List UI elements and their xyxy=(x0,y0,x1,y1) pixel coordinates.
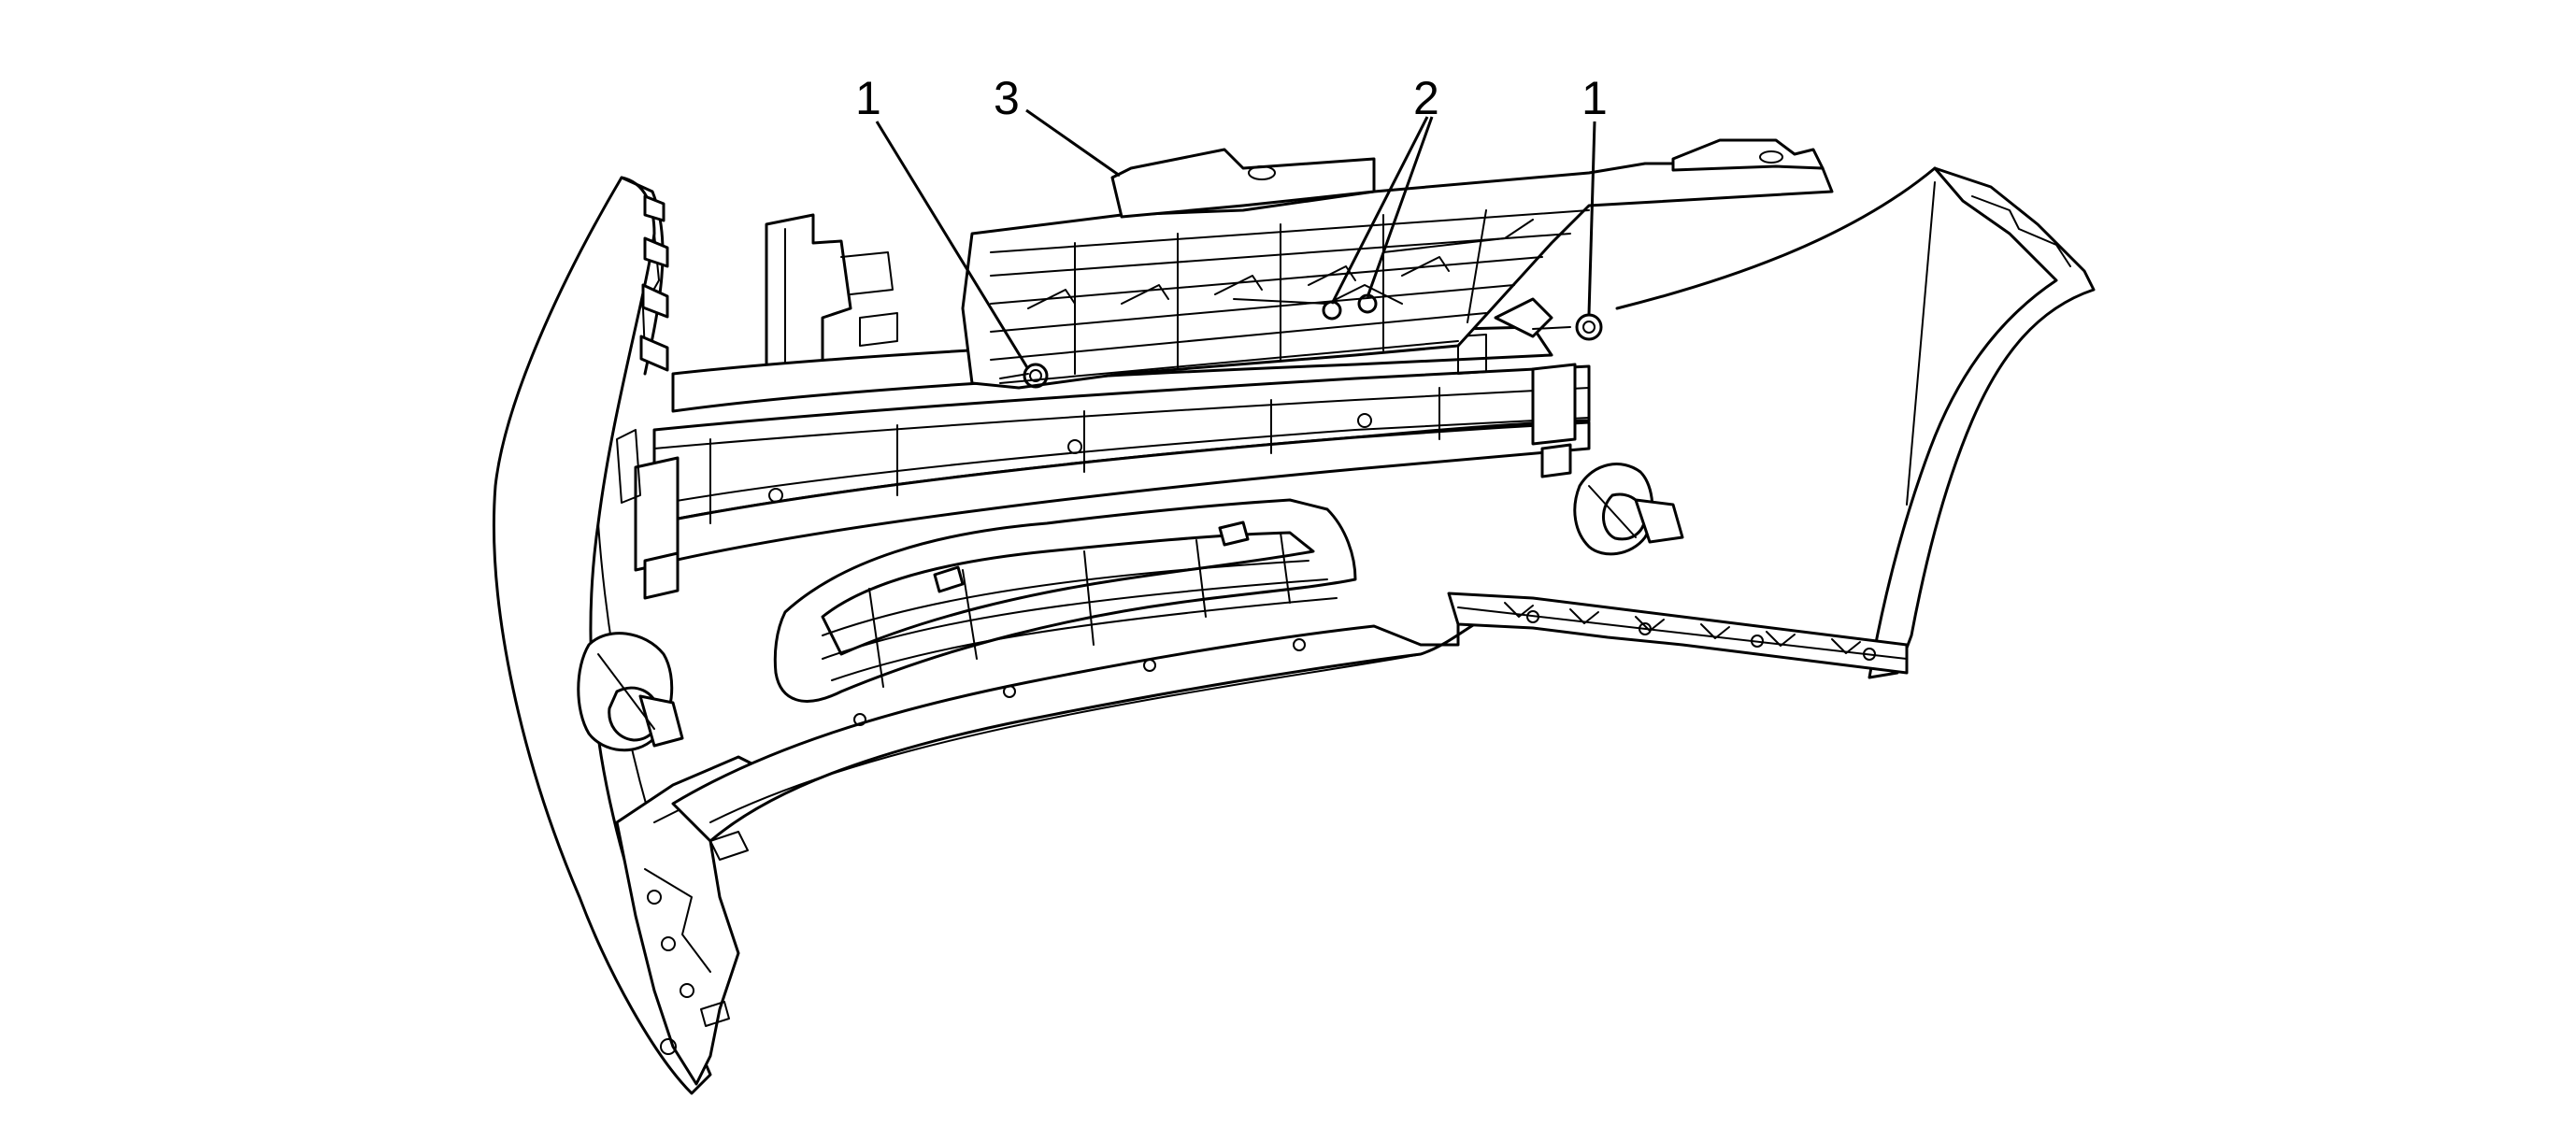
lower-right-absorber xyxy=(1447,592,1909,675)
callout-1-right: 1 xyxy=(1581,72,1608,124)
right-fascia-wing xyxy=(1615,166,2096,679)
callout-leaders xyxy=(875,108,1596,370)
callout-labels: 1 3 2 1 xyxy=(855,72,1608,124)
right-fog-lamp xyxy=(1573,463,1684,556)
lower-grille xyxy=(773,498,1357,703)
leader-2a xyxy=(1330,116,1429,305)
left-fog-lamp xyxy=(577,632,684,752)
fastener-1-right xyxy=(1532,313,1603,341)
upper-grille xyxy=(961,138,1834,390)
fascia-body xyxy=(671,610,1497,843)
callout-3: 3 xyxy=(994,72,1020,124)
leader-1-left xyxy=(875,121,1030,370)
callout-2: 2 xyxy=(1413,72,1439,124)
fastener-1-left xyxy=(999,363,1049,389)
callout-1-left: 1 xyxy=(855,72,881,124)
leader-1-right xyxy=(1587,121,1596,315)
impact-bar xyxy=(616,363,1591,600)
leader-2b xyxy=(1366,116,1434,298)
leader-3 xyxy=(1025,108,1121,178)
